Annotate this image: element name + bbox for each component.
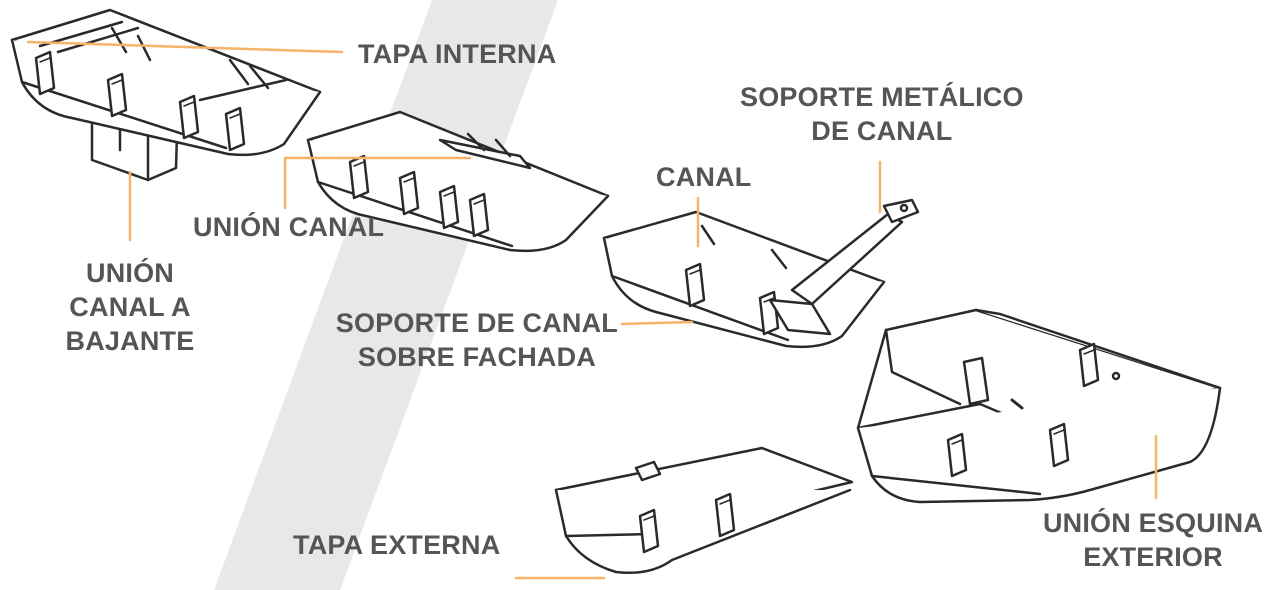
label-union-canal: UNIÓN CANAL — [193, 212, 385, 242]
label-soporte-metalico-de-canal: SOPORTE METÁLICO DE CANAL — [740, 82, 1024, 146]
tapa-externa-part — [554, 446, 854, 574]
label-union-esquina-exterior: UNIÓN ESQUINA EXTERIOR — [1042, 508, 1264, 572]
label-tapa-externa: TAPA EXTERNA — [293, 530, 501, 560]
leader-line-soporte-fachada — [620, 320, 694, 326]
label-soporte-de-canal-sobre-fachada: SOPORTE DE CANAL SOBRE FACHADA — [335, 308, 618, 372]
union-canal-a-bajante-part — [10, 8, 322, 182]
label-union-canal-a-bajante: UNIÓN CANAL A BAJANTE — [65, 258, 195, 356]
union-canal-part — [306, 110, 610, 253]
label-canal: CANAL — [656, 162, 752, 192]
label-tapa-interna: TAPA INTERNA — [358, 39, 557, 69]
leader-line-tapa-interna — [26, 40, 344, 54]
union-esquina-exterior-part — [856, 308, 1222, 504]
leader-line-union-canal — [283, 156, 472, 210]
soporte-metalico-part — [768, 198, 920, 336]
canal-part — [602, 210, 886, 349]
